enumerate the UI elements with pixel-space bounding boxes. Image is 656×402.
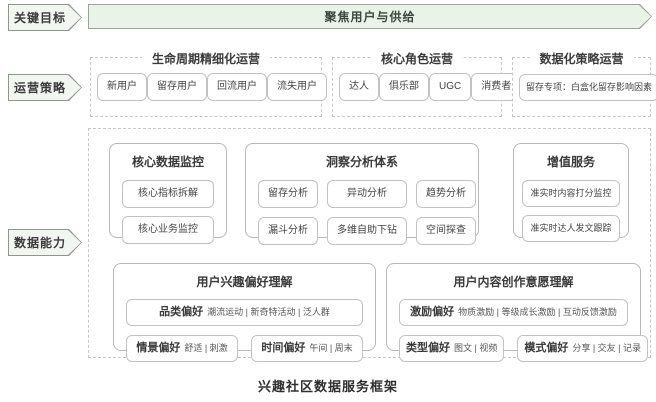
group-core-role-operation: 核心角色运营 达人 俱乐部 UGC 消费者: [332, 50, 522, 117]
node-retained-user: 留存用户: [147, 73, 207, 101]
card-insight-analysis-items: 留存分析 异动分析 趋势分析 漏斗分析 多维自助下钻 空间探查: [246, 170, 478, 245]
tag-operation-strategy-label: 运营策略: [9, 75, 81, 100]
node-scene-preference: 情景偏好 舒适 | 刺激: [126, 335, 238, 362]
node-churned-user: 流失用户: [267, 73, 327, 101]
goal-banner: 聚焦用户与供给: [88, 4, 652, 29]
goal-banner-label: 聚焦用户与供给: [89, 5, 651, 28]
tag-operation-strategy: 运营策略: [8, 74, 82, 101]
capability-container: 核心数据监控 核心指标拆解 核心业务监控 洞察分析体系 留存分析 异动分析 趋势…: [88, 128, 651, 362]
card-core-data-monitoring-items: 核心指标拆解 核心业务监控: [110, 170, 226, 244]
node-mode-preference-detail: 分享 | 交友 | 记录: [572, 343, 642, 353]
node-incentive-preference-detail: 物质激励 | 等级成长激励 | 互动反馈激励: [458, 307, 617, 317]
card-insight-analysis-title: 洞察分析体系: [325, 155, 398, 169]
node-category-preference-label: 品类偏好: [159, 306, 204, 318]
node-time-preference-label: 时间偏好: [261, 342, 306, 354]
node-core-business-monitoring: 核心业务监控: [122, 216, 214, 244]
card-content-creation-row2: 类型偏好 图文 | 视频 模式偏好 分享 | 交友 | 记录: [399, 335, 649, 362]
node-incentive-preference-label: 激励偏好: [410, 306, 455, 318]
node-incentive-preference: 激励偏好 物质激励 | 等级成长激励 | 互动反馈激励: [399, 299, 628, 326]
node-mode-preference: 模式偏好 分享 | 交友 | 记录: [517, 335, 649, 362]
node-spatial-exploration: 空间探查: [416, 217, 476, 245]
node-realtime-content-scoring: 准实时内容打分监控: [522, 180, 620, 207]
node-category-preference: 品类偏好 潮流运动 | 新奇特活动 | 泛人群: [126, 299, 363, 326]
node-type-preference-detail: 图文 | 视频: [454, 343, 498, 353]
group-core-role-items: 达人 俱乐部 UGC 消费者: [333, 58, 522, 116]
node-type-preference: 类型偏好 图文 | 视频: [399, 335, 505, 362]
node-expert: 达人: [339, 73, 379, 101]
node-multidim-drilldown: 多维自助下钻: [327, 217, 407, 245]
group-lifecycle-operation: 生命周期精细化运营 新用户 留存用户 回流用户 流失用户: [90, 50, 327, 117]
node-scene-preference-label: 情景偏好: [136, 342, 181, 354]
card-user-interest-items: 品类偏好 潮流运动 | 新奇特活动 | 泛人群 情景偏好 舒适 | 刺激 时间偏…: [114, 290, 375, 362]
card-core-data-monitoring-title: 核心数据监控: [131, 155, 204, 169]
card-value-added-title: 增值服务: [546, 155, 595, 169]
group-core-role-title: 核心角色运营: [370, 50, 464, 67]
card-user-interest-preference: 用户兴趣偏好理解 品类偏好 潮流运动 | 新奇特活动 | 泛人群 情景偏好 舒适…: [113, 263, 376, 362]
group-data-strategy-operation: 数据化策略运营 留存专项：白盒化留存影响因素: [512, 50, 656, 117]
group-lifecycle-title: 生命周期精细化运营: [141, 50, 271, 67]
node-time-preference: 时间偏好 午间 | 周末: [251, 335, 363, 362]
node-type-preference-label: 类型偏好: [406, 342, 450, 354]
node-returning-user: 回流用户: [207, 73, 267, 101]
card-user-interest-title: 用户兴趣偏好理解: [196, 275, 293, 289]
node-anomaly-analysis: 异动分析: [327, 180, 407, 208]
card-core-data-monitoring: 核心数据监控 核心指标拆解 核心业务监控: [109, 143, 227, 244]
node-realtime-expert-post-tracking: 准实时达人发文跟踪: [522, 215, 620, 242]
node-mode-preference-label: 模式偏好: [524, 342, 569, 354]
group-data-strategy-items: 留存专项：白盒化留存影响因素: [513, 58, 656, 116]
node-club: 俱乐部: [379, 73, 429, 101]
node-retention-analysis: 留存分析: [258, 180, 318, 208]
card-value-added-services: 增值服务 准实时内容打分监控 准实时达人发文跟踪: [513, 143, 629, 242]
card-user-interest-row2: 情景偏好 舒适 | 刺激 时间偏好 午间 | 周末: [126, 335, 363, 362]
card-content-creation-willingness: 用户内容创作意愿理解 激励偏好 物质激励 | 等级成长激励 | 互动反馈激励 类…: [386, 263, 649, 362]
node-trend-analysis: 趋势分析: [416, 180, 476, 208]
group-data-strategy-title: 数据化策略运营: [529, 50, 634, 67]
node-retention-special: 留存专项：白盒化留存影响因素: [519, 73, 656, 101]
card-content-creation-items: 激励偏好 物质激励 | 等级成长激励 | 互动反馈激励 类型偏好 图文 | 视频…: [387, 290, 649, 362]
node-scene-preference-detail: 舒适 | 刺激: [184, 343, 228, 353]
card-insight-analysis-system: 洞察分析体系 留存分析 异动分析 趋势分析 漏斗分析 多维自助下钻 空间探查: [245, 143, 479, 245]
node-time-preference-detail: 午间 | 周末: [309, 343, 353, 353]
tag-data-capability-label: 数据能力: [9, 230, 81, 255]
card-content-creation-title: 用户内容创作意愿理解: [453, 275, 574, 289]
node-category-preference-detail: 潮流运动 | 新奇特活动 | 泛人群: [207, 307, 330, 317]
node-core-metric-breakdown: 核心指标拆解: [122, 180, 214, 208]
tag-data-capability: 数据能力: [8, 229, 82, 256]
node-funnel-analysis: 漏斗分析: [258, 217, 318, 245]
node-new-user: 新用户: [97, 73, 147, 101]
tag-key-goal: 关键目标: [8, 4, 82, 31]
tag-key-goal-label: 关键目标: [9, 5, 81, 30]
node-ugc: UGC: [429, 73, 472, 101]
card-value-added-items: 准实时内容打分监控 准实时达人发文跟踪: [514, 170, 628, 242]
diagram-caption: 兴趣社区数据服务框架: [257, 379, 398, 394]
group-lifecycle-items: 新用户 留存用户 回流用户 流失用户: [91, 58, 327, 116]
